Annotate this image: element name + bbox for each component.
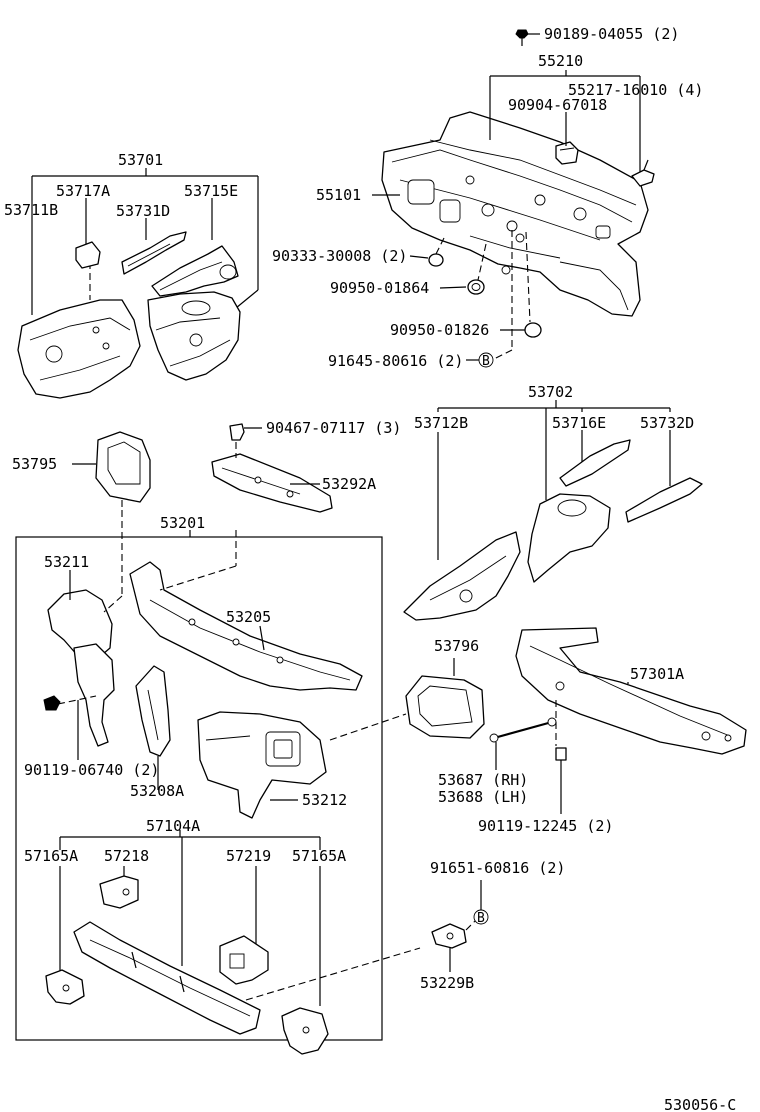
callout-53731D: 53731D (116, 202, 170, 220)
callout-90467-07117: 90467-07117 (3) (266, 419, 401, 437)
callout-53711B: 53711B (4, 201, 58, 219)
callout-53211: 53211 (44, 553, 89, 571)
part-53712B (403, 531, 521, 621)
callout-57104A: 57104A (146, 817, 200, 835)
bolt-90119-12245 (555, 700, 567, 814)
part-53229B (431, 919, 477, 972)
callout-55217-16010: 55217-16010 (4) (568, 81, 703, 99)
callout-53701: 53701 (118, 151, 163, 169)
marker-b-1-text: B (482, 354, 490, 369)
bolt-90189-04055 (515, 29, 529, 46)
callout-90119-12245: 90119-12245 (2) (478, 817, 613, 835)
callout-53712B: 53712B (414, 414, 468, 432)
callout-53229B: 53229B (420, 974, 474, 992)
callout-53732D: 53732D (640, 414, 694, 432)
part-53732D (625, 477, 703, 523)
callout-90950-01826: 90950-01826 (390, 321, 489, 339)
callout-53716E: 53716E (552, 414, 606, 432)
marker-b-2: B (473, 880, 489, 926)
callout-53702: 53702 (528, 383, 573, 401)
bolt-90119-06740 (43, 695, 97, 760)
callout-55101: 55101 (316, 186, 361, 204)
bracket-lines-53701 (31, 168, 259, 315)
part-57165A-left (45, 969, 85, 1005)
bracket-lines-53702 (437, 400, 671, 560)
marker-b-1: B (478, 352, 494, 369)
part-57104A (73, 921, 261, 1035)
part-53211 (47, 510, 123, 747)
part-53205 (129, 530, 363, 691)
part-53715E (151, 245, 239, 297)
part-53212 (197, 711, 327, 819)
callout-53796: 53796 (434, 637, 479, 655)
part-53687-rod (489, 717, 557, 770)
part-53717A (75, 241, 101, 269)
callout-90119-06740: 90119-06740 (2) (24, 761, 159, 779)
callout-53715E: 53715E (184, 182, 238, 200)
part-53702-wheelhouse (527, 493, 611, 583)
part-53701-wheelhouse (147, 291, 241, 381)
callout-53212: 53212 (302, 791, 347, 809)
dash-panel-55101 (381, 111, 649, 317)
part-53795 (72, 431, 151, 510)
callout-53292A: 53292A (322, 475, 376, 493)
callout-57165A-left: 57165A (24, 847, 78, 865)
callout-57219: 57219 (226, 847, 271, 865)
marker-b-2-text: B (477, 911, 485, 926)
part-53711B (17, 299, 141, 399)
callout-90904-67018: 90904-67018 (508, 96, 607, 114)
callout-90189-04055: 90189-04055 (2) (544, 25, 679, 43)
callout-53205: 53205 (226, 608, 271, 626)
callout-53208A: 53208A (130, 782, 184, 800)
clip-90904-67018 (555, 141, 579, 165)
callout-90950-01864: 90950-01864 (330, 279, 429, 297)
part-53731D (121, 231, 187, 275)
part-53716E (559, 439, 631, 487)
callout-53201: 53201 (160, 514, 205, 532)
part-53292A (211, 453, 333, 513)
leaders-top (372, 33, 641, 361)
callout-57165A-right: 57165A (292, 847, 346, 865)
radiator-support-frame (15, 536, 383, 1041)
bolt-55217-16010 (631, 159, 655, 187)
callout-53717A: 53717A (56, 182, 110, 200)
callout-57218: 57218 (104, 847, 149, 865)
part-57219 (219, 935, 269, 985)
callout-53688-lh: 53688 (LH) (438, 788, 528, 806)
clip-90467-07117 (229, 423, 262, 458)
part-57301A (515, 627, 747, 755)
callout-90333-30008: 90333-30008 (2) (272, 247, 407, 265)
callout-57301A: 57301A (630, 665, 684, 683)
diagram-code: 530056-C (664, 1096, 736, 1112)
part-53796 (329, 658, 485, 741)
part-57218 (99, 875, 139, 909)
callout-91645-80616: 91645-80616 (2) (328, 352, 463, 370)
part-53208A (135, 665, 171, 790)
grommets (428, 253, 542, 338)
callout-53687-rh: 53687 (RH) (438, 771, 528, 789)
callout-55210: 55210 (538, 52, 583, 70)
callout-53795: 53795 (12, 455, 57, 473)
part-57165A-right (245, 947, 421, 1055)
callout-91651-60816: 91651-60816 (2) (430, 859, 565, 877)
